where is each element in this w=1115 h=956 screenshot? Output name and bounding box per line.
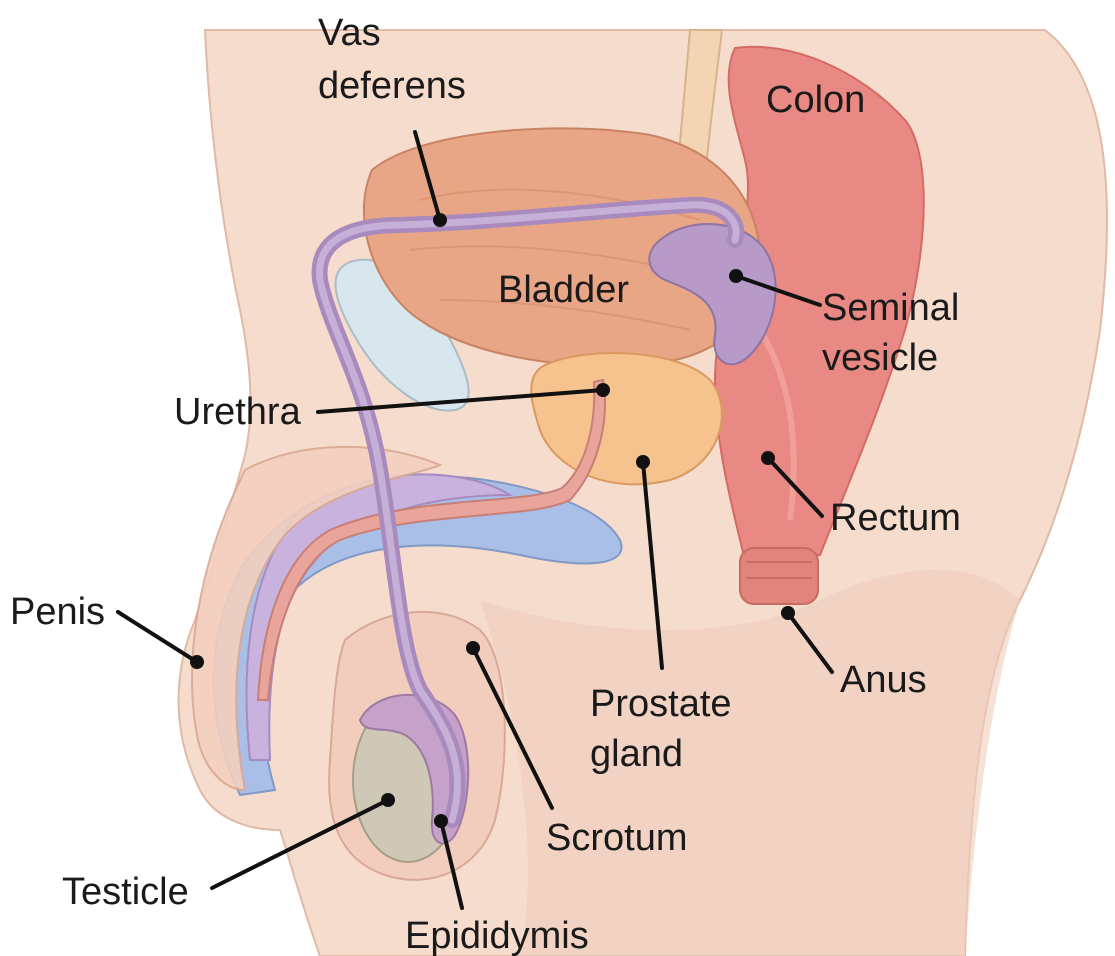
label-colon: Colon (766, 79, 865, 121)
label-seminal-vesicle-line1: Seminal (822, 287, 959, 329)
label-vas-deferens-line1: Vas (318, 12, 381, 54)
label-anus: Anus (840, 659, 927, 701)
dot-anus (781, 606, 795, 620)
dot-vas-deferens (433, 213, 447, 227)
label-vas-deferens-line2: deferens (318, 65, 466, 107)
label-urethra: Urethra (174, 391, 302, 433)
dot-prostate-gland (636, 455, 650, 469)
label-epididymis: Epididymis (405, 915, 589, 956)
dot-urethra (596, 383, 610, 397)
dot-scrotum (466, 641, 480, 655)
label-prostate-gland-line1: Prostate (590, 683, 732, 725)
label-rectum: Rectum (830, 497, 961, 539)
dot-epididymis (434, 814, 448, 828)
label-seminal-vesicle-line2: vesicle (822, 337, 938, 379)
anal-canal-shape (740, 548, 818, 604)
dot-testicle (381, 793, 395, 807)
dot-rectum (761, 451, 775, 465)
dot-penis (190, 655, 204, 669)
skin-shading (480, 570, 1020, 956)
label-prostate-gland-line2: gland (590, 733, 683, 775)
label-bladder: Bladder (498, 269, 629, 311)
label-penis: Penis (10, 591, 105, 633)
dot-seminal-vesicle (729, 269, 743, 283)
label-testicle: Testicle (62, 871, 189, 913)
leader-penis (118, 612, 197, 662)
label-scrotum: Scrotum (546, 817, 687, 859)
